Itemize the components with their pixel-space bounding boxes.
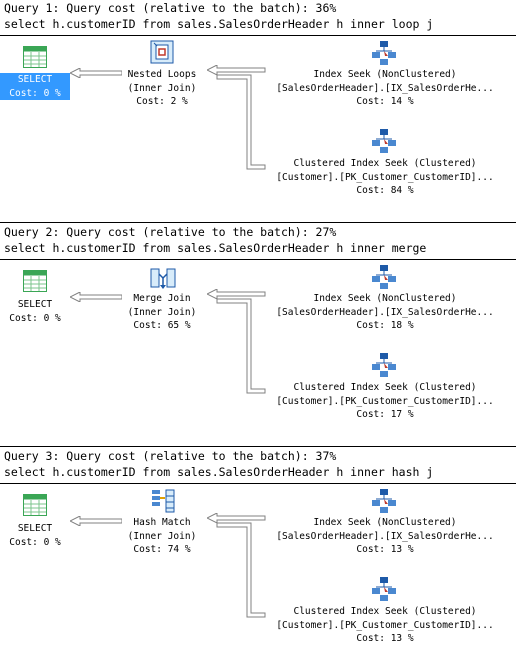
flow-arrow bbox=[70, 516, 122, 526]
index-seek-node[interactable]: Index Seek (NonClustered) [SalesOrderHea… bbox=[265, 516, 505, 557]
select-icon[interactable] bbox=[23, 46, 47, 68]
index-seek-icon[interactable] bbox=[371, 488, 397, 514]
join-type: (Inner Join) bbox=[127, 530, 197, 542]
seek-object: [SalesOrderHeader].[IX_SalesOrderHe... bbox=[276, 530, 494, 542]
hash-match-icon[interactable] bbox=[150, 488, 176, 514]
flow-arrow bbox=[207, 513, 266, 618]
join-node[interactable]: Hash Match (Inner Join) Cost: 74 % bbox=[112, 516, 212, 557]
flow-arrow bbox=[70, 292, 122, 302]
merge-join-icon[interactable] bbox=[150, 266, 176, 290]
index-seek-icon[interactable] bbox=[371, 40, 397, 66]
seek-object: [SalesOrderHeader].[IX_SalesOrderHe... bbox=[276, 82, 494, 94]
query-separator bbox=[0, 446, 516, 447]
seek-cost: Cost: 13 % bbox=[356, 633, 414, 644]
header-separator bbox=[0, 259, 516, 260]
seek-name: Clustered Index Seek (Clustered) bbox=[293, 606, 477, 617]
seek-cost: Cost: 84 % bbox=[356, 185, 414, 196]
flow-arrow bbox=[207, 289, 266, 394]
seek-name: Clustered Index Seek (Clustered) bbox=[293, 158, 477, 169]
select-label: SELECT bbox=[17, 74, 53, 85]
select-cost: Cost: 0 % bbox=[9, 536, 61, 548]
clustered-index-seek-node[interactable]: Clustered Index Seek (Clustered) [Custom… bbox=[265, 605, 505, 646]
flow-arrow bbox=[207, 65, 266, 170]
seek-cost: Cost: 18 % bbox=[356, 320, 414, 331]
join-name: Hash Match bbox=[133, 517, 191, 528]
clustered-index-seek-icon[interactable] bbox=[371, 352, 397, 378]
seek-cost: Cost: 14 % bbox=[356, 96, 414, 107]
query-sql: select h.customerID from sales.SalesOrde… bbox=[4, 17, 434, 31]
select-label: SELECT bbox=[17, 523, 53, 534]
query-plan-1: Query 1: Query cost (relative to the bat… bbox=[0, 0, 516, 222]
nested-loops-icon[interactable] bbox=[150, 40, 174, 64]
seek-object: [Customer].[PK_Customer_CustomerID]... bbox=[276, 395, 494, 407]
join-cost: Cost: 74 % bbox=[133, 544, 191, 555]
seek-cost: Cost: 13 % bbox=[356, 544, 414, 555]
join-type: (Inner Join) bbox=[127, 82, 197, 94]
join-node[interactable]: Merge Join (Inner Join) Cost: 65 % bbox=[112, 292, 212, 333]
select-cost: Cost: 0 % bbox=[9, 312, 61, 324]
query-sql: select h.customerID from sales.SalesOrde… bbox=[4, 241, 427, 255]
select-node[interactable]: SELECT Cost: 0 % bbox=[0, 522, 70, 549]
select-icon[interactable] bbox=[23, 270, 47, 292]
query-plan-3: Query 3: Query cost (relative to the bat… bbox=[0, 444, 516, 666]
seek-object: [Customer].[PK_Customer_CustomerID]... bbox=[276, 171, 494, 183]
seek-name: Clustered Index Seek (Clustered) bbox=[293, 382, 477, 393]
seek-name: Index Seek (NonClustered) bbox=[313, 517, 457, 528]
header-separator bbox=[0, 483, 516, 484]
seek-object: [SalesOrderHeader].[IX_SalesOrderHe... bbox=[276, 306, 494, 318]
join-cost: Cost: 65 % bbox=[133, 320, 191, 331]
query-header: Query 2: Query cost (relative to the bat… bbox=[4, 225, 337, 239]
clustered-index-seek-icon[interactable] bbox=[371, 576, 397, 602]
seek-cost: Cost: 17 % bbox=[356, 409, 414, 420]
select-label: SELECT bbox=[17, 299, 53, 310]
select-icon[interactable] bbox=[23, 494, 47, 516]
select-node[interactable]: SELECT Cost: 0 % bbox=[0, 298, 70, 325]
query-header: Query 1: Query cost (relative to the bat… bbox=[4, 1, 337, 15]
select-node[interactable]: SELECT Cost: 0 % bbox=[0, 73, 70, 100]
index-seek-node[interactable]: Index Seek (NonClustered) [SalesOrderHea… bbox=[265, 68, 505, 109]
clustered-index-seek-node[interactable]: Clustered Index Seek (Clustered) [Custom… bbox=[265, 381, 505, 422]
header-separator bbox=[0, 35, 516, 36]
flow-arrow bbox=[70, 68, 122, 78]
seek-name: Index Seek (NonClustered) bbox=[313, 293, 457, 304]
index-seek-node[interactable]: Index Seek (NonClustered) [SalesOrderHea… bbox=[265, 292, 505, 333]
join-name: Merge Join bbox=[133, 293, 191, 304]
query-header: Query 3: Query cost (relative to the bat… bbox=[4, 449, 337, 463]
clustered-index-seek-icon[interactable] bbox=[371, 128, 397, 154]
seek-name: Index Seek (NonClustered) bbox=[313, 69, 457, 80]
join-node[interactable]: Nested Loops (Inner Join) Cost: 2 % bbox=[112, 68, 212, 109]
clustered-index-seek-node[interactable]: Clustered Index Seek (Clustered) [Custom… bbox=[265, 157, 505, 198]
join-cost: Cost: 2 % bbox=[136, 96, 188, 107]
query-plan-2: Query 2: Query cost (relative to the bat… bbox=[0, 222, 516, 444]
join-name: Nested Loops bbox=[127, 69, 197, 80]
query-sql: select h.customerID from sales.SalesOrde… bbox=[4, 465, 434, 479]
index-seek-icon[interactable] bbox=[371, 264, 397, 290]
query-separator bbox=[0, 222, 516, 223]
seek-object: [Customer].[PK_Customer_CustomerID]... bbox=[276, 619, 494, 631]
select-cost: Cost: 0 % bbox=[9, 87, 61, 99]
join-type: (Inner Join) bbox=[127, 306, 197, 318]
